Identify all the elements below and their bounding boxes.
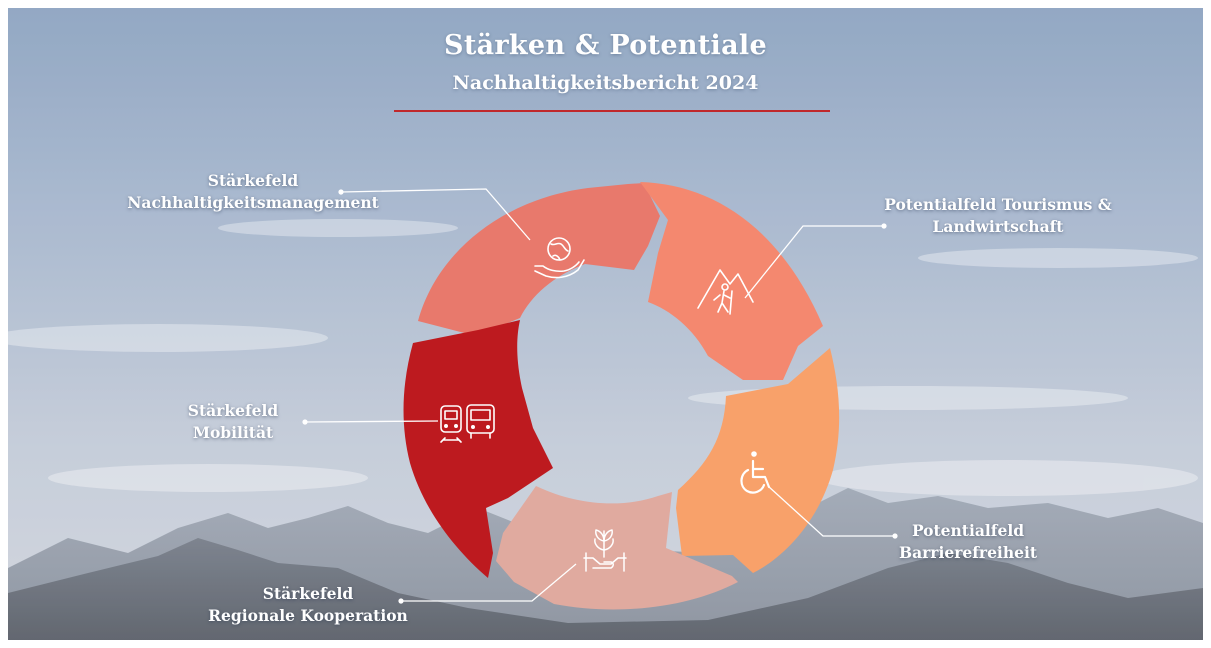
- near-mountains: [8, 538, 1203, 640]
- connector-regionale-kooperation: [401, 563, 577, 602]
- connector-nachhaltigkeitsmanagement: [340, 188, 531, 241]
- segment-mobilitaet: [403, 320, 553, 578]
- hands-globe-icon: [534, 237, 585, 279]
- mountain-hiker-icon: [697, 269, 754, 315]
- wheelchair-icon: [740, 451, 771, 494]
- page-subtitle: Nachhaltigkeitsbericht 2024: [452, 72, 759, 94]
- slide-canvas: Stärken & Potentiale Nachhaltigkeitsberi…: [8, 8, 1203, 640]
- label-nachhaltigkeitsmanagement-line1: Stärkefeld: [207, 171, 299, 190]
- label-nachhaltigkeitsmanagement-line2: Nachhaltigkeitsmanagement: [127, 193, 379, 212]
- segment-regionale-kooperation: [496, 486, 738, 610]
- connector-tourismus: [744, 225, 884, 299]
- label-barrierefreiheit-line2: Barrierefreiheit: [898, 543, 1038, 562]
- label-mobilitaet-line1: Stärkefeld: [187, 401, 279, 420]
- label-mobilitaet: Stärkefeld Mobilität: [148, 400, 318, 444]
- connector-mobilitaet: [304, 420, 439, 423]
- label-mobilitaet-line2: Mobilität: [192, 423, 274, 442]
- connector-lines: [302, 188, 898, 604]
- handshake-plant-icon: [583, 529, 627, 572]
- connector-barrierefreiheit: [767, 485, 895, 537]
- title-underline: [394, 110, 830, 112]
- sky-mountain-background: [8, 8, 1203, 640]
- label-regionale-kooperation-line1: Stärkefeld: [262, 584, 354, 603]
- label-tourismus-landwirtschaft: Potentialfeld Tourismus & Landwirtschaft: [838, 194, 1158, 238]
- label-regionale-kooperation-line2: Regionale Kooperation: [208, 606, 408, 625]
- label-barrierefreiheit-line1: Potentialfeld: [911, 521, 1025, 540]
- train-bus-icon: [440, 404, 495, 443]
- label-tourismus-line1: Potentialfeld Tourismus &: [884, 195, 1112, 214]
- label-nachhaltigkeitsmanagement: Stärkefeld Nachhaltigkeitsmanagement: [88, 170, 418, 214]
- segment-barrierefreiheit: [676, 348, 840, 573]
- segment-nachhaltigkeitsmanagement: [418, 183, 660, 336]
- page-title: Stärken & Potentiale: [444, 30, 767, 61]
- label-barrierefreiheit: Potentialfeld Barrierefreiheit: [868, 520, 1068, 564]
- label-regionale-kooperation: Stärkefeld Regionale Kooperation: [178, 583, 438, 627]
- cycle-diagram: [302, 182, 898, 610]
- label-tourismus-line2: Landwirtschaft: [932, 217, 1064, 236]
